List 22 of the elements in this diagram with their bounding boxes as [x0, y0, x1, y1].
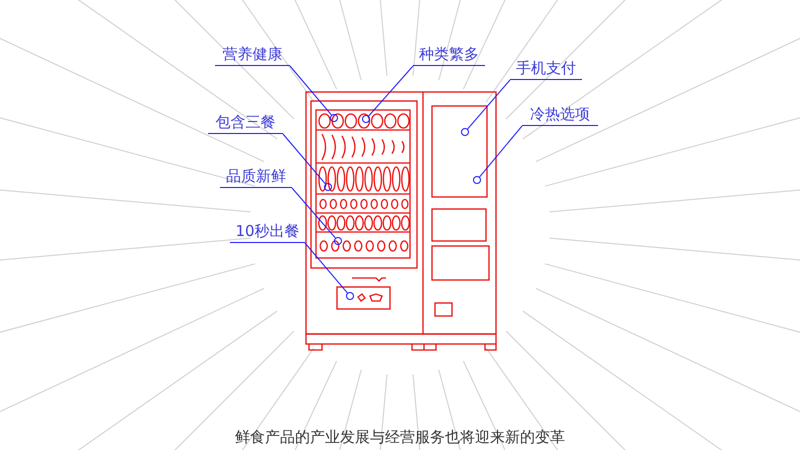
leader-line [282, 134, 326, 184]
target-dot [362, 115, 370, 123]
callout-label: 品质新鲜 [220, 166, 292, 188]
callout-label: 冷热选项 [522, 104, 598, 126]
callout-label: 包含三餐 [208, 112, 283, 134]
target-dot [473, 176, 481, 184]
target-dot [334, 237, 342, 245]
leader-line [467, 80, 510, 130]
target-dot [346, 292, 354, 300]
leader-line [292, 188, 336, 238]
target-dot [324, 183, 332, 191]
target-dot [461, 128, 469, 136]
leader-line [368, 66, 414, 116]
leader-line [479, 126, 522, 178]
caption: 鲜食产品的产业发展与经营服务也将迎来新的变革 [235, 428, 565, 446]
callout-label: 种类繁多 [413, 44, 485, 66]
target-dot [330, 114, 338, 122]
leader-line [290, 66, 332, 116]
callout-label: 10秒出餐 [230, 221, 305, 243]
leader-line [304, 242, 348, 294]
callout-label: 手机支付 [510, 58, 582, 80]
callout-label: 营养健康 [215, 44, 290, 66]
